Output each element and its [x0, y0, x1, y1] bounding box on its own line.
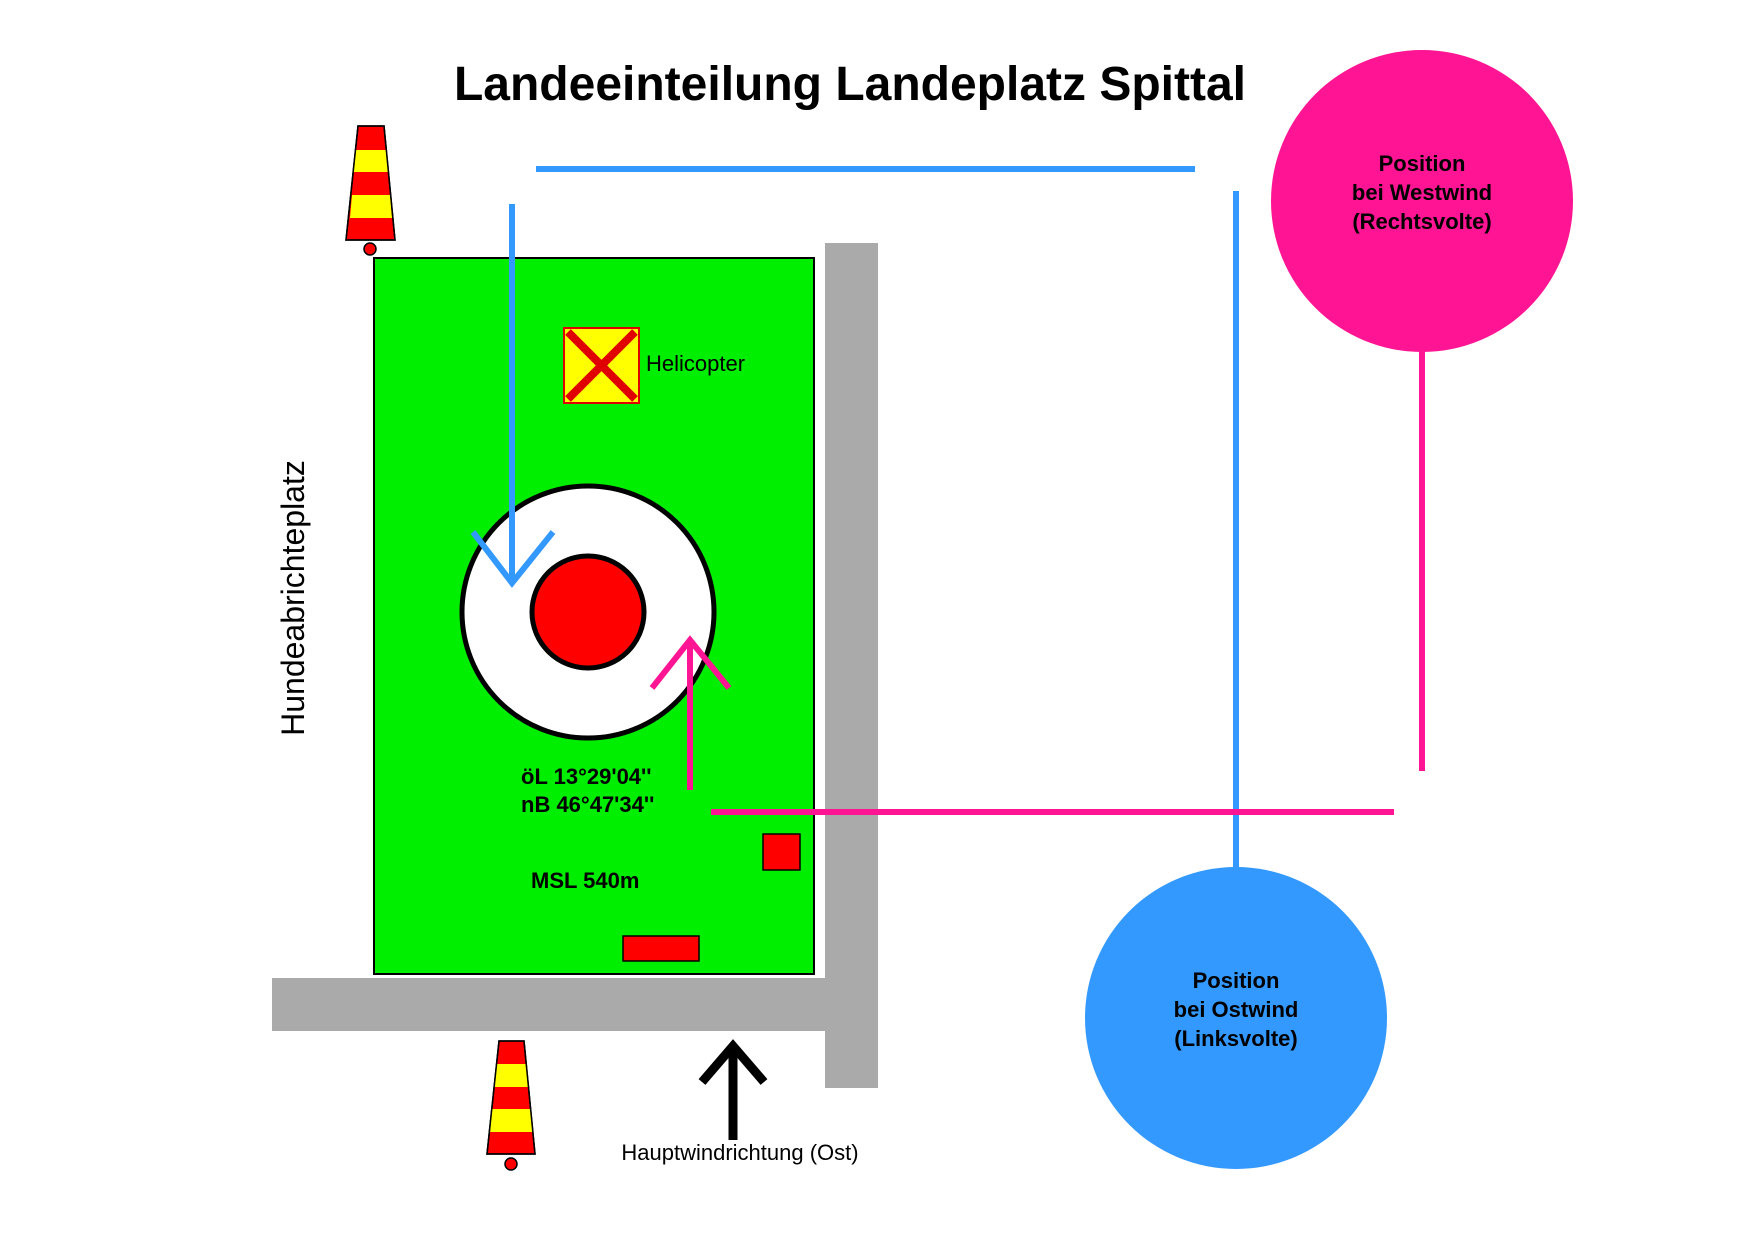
traffic-cone-top-icon	[345, 125, 396, 256]
west-position-line1: Position	[1379, 151, 1466, 176]
magenta-approach-arrow-icon	[649, 635, 732, 790]
landing-target-center	[529, 553, 647, 671]
helicopter-label: Helicopter	[646, 351, 745, 376]
latitude-label: nB 46°47'34''	[521, 792, 654, 817]
east-position-line3: (Linksvolte)	[1174, 1026, 1297, 1051]
west-position-line2: bei Westwind	[1352, 180, 1492, 205]
wind-direction-arrow-icon	[698, 1039, 768, 1140]
diagram-title: Landeeinteilung Landeplatz Spittal	[454, 58, 1246, 111]
side-area-label: Hundeabrichteplatz	[275, 460, 311, 736]
helicopter-marker-icon	[563, 327, 640, 404]
red-marker-square	[762, 833, 801, 871]
road-horizontal	[272, 978, 878, 1031]
wind-direction-label: Hauptwindrichtung (Ost)	[621, 1140, 858, 1165]
red-marker-bar	[622, 935, 700, 962]
east-position-line2: bei Ostwind	[1174, 997, 1299, 1022]
east-wind-position-circle	[1085, 867, 1387, 1169]
east-position-line1: Position	[1193, 968, 1280, 993]
traffic-cone-bottom-icon	[486, 1040, 536, 1171]
longitude-label: öL 13°29'04''	[521, 764, 652, 789]
west-position-line3: (Rechtsvolte)	[1352, 209, 1491, 234]
road-vertical	[825, 243, 878, 1088]
blue-approach-arrow-icon	[470, 204, 556, 588]
msl-label: MSL 540m	[531, 868, 639, 893]
west-wind-position-circle	[1271, 50, 1573, 352]
